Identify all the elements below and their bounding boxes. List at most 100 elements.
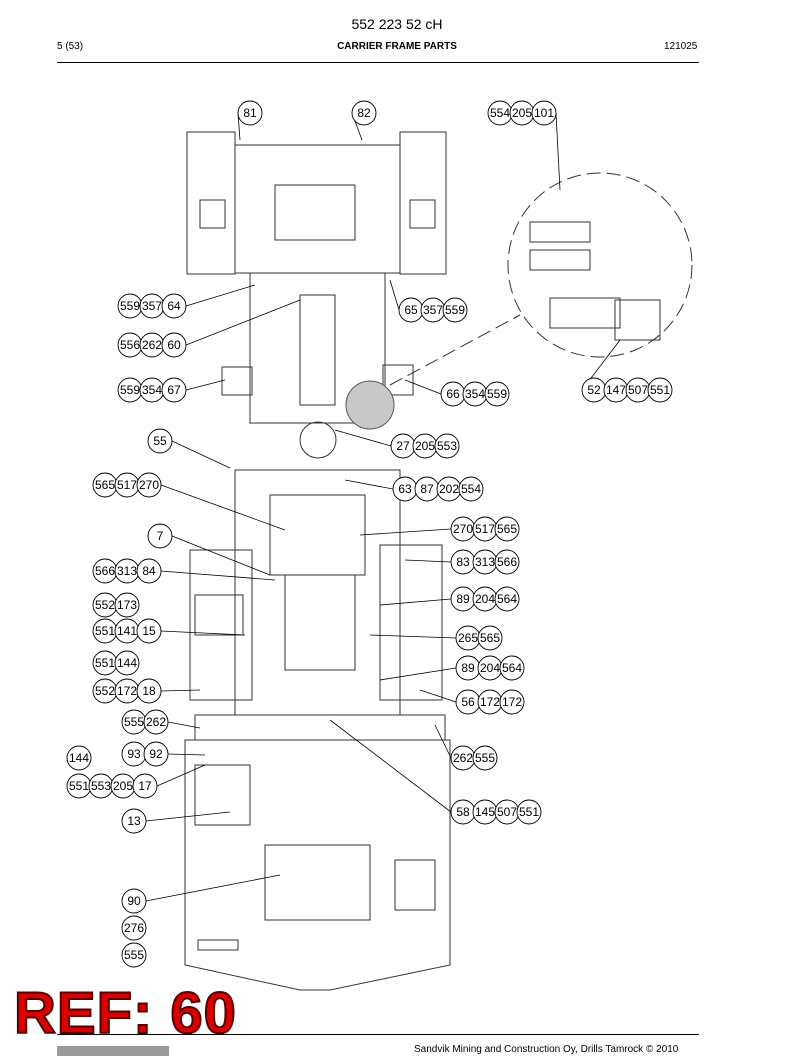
leader-line: [359, 528, 452, 536]
callout-group: 555: [121, 942, 147, 968]
turntable: [299, 421, 337, 459]
callout-number: 551: [650, 383, 670, 397]
boom-beam: [299, 294, 336, 406]
callout-bubble: [531, 100, 557, 126]
engine-block: [269, 494, 366, 576]
rear-crossbeam: [194, 714, 446, 741]
callout-group: 7: [147, 523, 173, 549]
callout-number: 101: [534, 106, 554, 120]
company-logo: [57, 1046, 169, 1056]
callout-number: 559: [487, 387, 507, 401]
leader-line: [171, 535, 271, 576]
callout-number: 552: [95, 598, 115, 612]
callout-number: 551: [519, 805, 539, 819]
callout-group: 144: [66, 745, 92, 771]
leader-line: [379, 598, 452, 606]
callout-number: 172: [502, 695, 522, 709]
callout-number: 555: [124, 715, 144, 729]
callout-number: 357: [423, 303, 443, 317]
callout-number: 89: [461, 661, 475, 675]
callout-number: 15: [142, 624, 156, 638]
callout-bubble: [121, 888, 147, 914]
callout-number: 55: [153, 434, 167, 448]
callout-number: 205: [512, 106, 532, 120]
leader-line: [167, 753, 206, 756]
callout-number: 144: [69, 751, 89, 765]
callout-number: 565: [497, 522, 517, 536]
callout-number: 82: [357, 106, 371, 120]
callout-bubble: [121, 915, 147, 941]
callout-bubble: [136, 472, 162, 498]
callout-number: 565: [480, 631, 500, 645]
callout-bubble: [147, 523, 173, 549]
callout-number: 84: [142, 564, 156, 578]
callout-number: 60: [167, 338, 181, 352]
callout-number: 507: [628, 383, 648, 397]
callout-number: 564: [502, 661, 522, 675]
callout-number: 551: [95, 624, 115, 638]
leader-line: [160, 630, 246, 636]
callout-number: 559: [120, 299, 140, 313]
callout-bubble: [499, 655, 525, 681]
callout-number: 276: [124, 921, 144, 935]
page-number: 5 (53): [57, 41, 84, 52]
left-track-bracket: [199, 199, 226, 229]
callout-bubble: [458, 476, 484, 502]
callout-number: 172: [480, 695, 500, 709]
leader-line: [237, 112, 241, 141]
callout-leaders: [145, 112, 621, 902]
callout-number: 145: [475, 805, 495, 819]
document-date: 121025: [664, 41, 698, 52]
leader-line: [145, 874, 281, 902]
callout-number: 13: [127, 814, 141, 828]
callout-bubble: [66, 745, 92, 771]
leader-line: [434, 724, 452, 759]
leader-line: [404, 559, 452, 563]
callout-bubble: [161, 293, 187, 319]
section-title: CARRIER FRAME PARTS: [337, 41, 457, 52]
machine-outline: [184, 131, 451, 991]
leader-line: [555, 112, 561, 191]
callout-bubble: [136, 678, 162, 704]
callout-number: 204: [475, 592, 495, 606]
leader-line: [160, 689, 201, 692]
right-side-tank: [379, 544, 443, 701]
callout-group: 13: [121, 808, 147, 834]
callout-number: 7: [157, 529, 164, 543]
callout-number: 205: [113, 779, 133, 793]
callout-bubble: [132, 773, 158, 799]
callout-number: 551: [95, 656, 115, 670]
leader-line: [145, 811, 231, 822]
callout-number: 559: [445, 303, 465, 317]
callout-number: 555: [124, 948, 144, 962]
callout-bubble: [147, 428, 173, 454]
ref-stamp: REF: 60: [13, 981, 237, 1046]
callout-number: 313: [475, 555, 495, 569]
callout-number: 63: [398, 482, 412, 496]
callout-number: 173: [117, 598, 137, 612]
left-tank-panel: [194, 594, 244, 636]
battery-box: [194, 764, 251, 826]
callout-bubble: [472, 745, 498, 771]
callout-group: 276: [121, 915, 147, 941]
detail-leader: [389, 314, 521, 386]
callout-group: 82: [351, 100, 377, 126]
callout-bubble: [442, 297, 468, 323]
callout-bubble: [434, 433, 460, 459]
front-frame-plate: [274, 184, 356, 241]
